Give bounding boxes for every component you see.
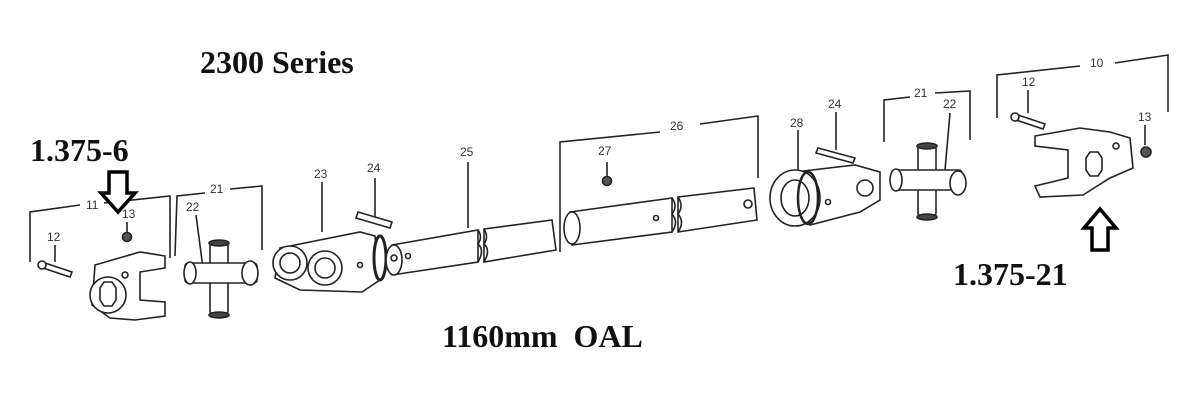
cross-bearing-22-left [183, 239, 259, 319]
svg-text:12: 12 [47, 230, 61, 244]
svg-text:21: 21 [210, 182, 224, 196]
roll-pin-24-left: 24 [354, 161, 394, 229]
inner-yoke-23: 23 [272, 167, 388, 293]
svg-text:13: 13 [1138, 110, 1152, 124]
svg-text:21: 21 [914, 86, 928, 100]
svg-text:12: 12 [1022, 75, 1036, 89]
svg-text:11: 11 [86, 198, 99, 212]
svg-text:23: 23 [314, 167, 328, 181]
inner-tube-25: 25 [385, 145, 557, 276]
arrow-down-icon [97, 170, 139, 215]
roll-pin-24-right: 24 [814, 97, 857, 164]
nut-13-right: 13 [1138, 110, 1152, 158]
bracket-11: 11 [29, 195, 171, 262]
outer-yoke-28: 28 [769, 116, 881, 227]
svg-text:24: 24 [367, 161, 381, 175]
series-title: 2300 Series [200, 44, 354, 80]
nut-13-left: 13 [121, 207, 136, 243]
bracket-21-left: 21 22 [174, 182, 263, 269]
svg-text:22: 22 [186, 200, 200, 214]
svg-text:27: 27 [598, 144, 612, 158]
bolt-12-right: 12 [1010, 75, 1047, 130]
yoke-10 [1033, 127, 1134, 198]
svg-text:24: 24 [828, 97, 842, 111]
svg-text:10: 10 [1090, 56, 1104, 70]
outer-tube-26: 26 [559, 115, 759, 252]
bracket-21-right: 21 22 [883, 86, 971, 171]
svg-text:26: 26 [670, 119, 684, 133]
svg-text:22: 22 [943, 97, 957, 111]
svg-text:25: 25 [460, 145, 474, 159]
part-label-right-yoke: 1.375-21 [953, 256, 1068, 292]
overall-length-label: 1160mm OAL [442, 318, 643, 354]
part-label-left-yoke: 1.375-6 [30, 132, 129, 168]
yoke-11 [89, 251, 166, 321]
grease-fitting-27: 27 [598, 144, 613, 187]
bracket-10: 10 [996, 54, 1169, 118]
svg-text:13: 13 [122, 207, 136, 221]
arrow-up-icon [1080, 206, 1120, 252]
cross-bearing-22-right [889, 142, 967, 221]
svg-text:28: 28 [790, 116, 804, 130]
bolt-12-left: 12 [37, 230, 74, 278]
